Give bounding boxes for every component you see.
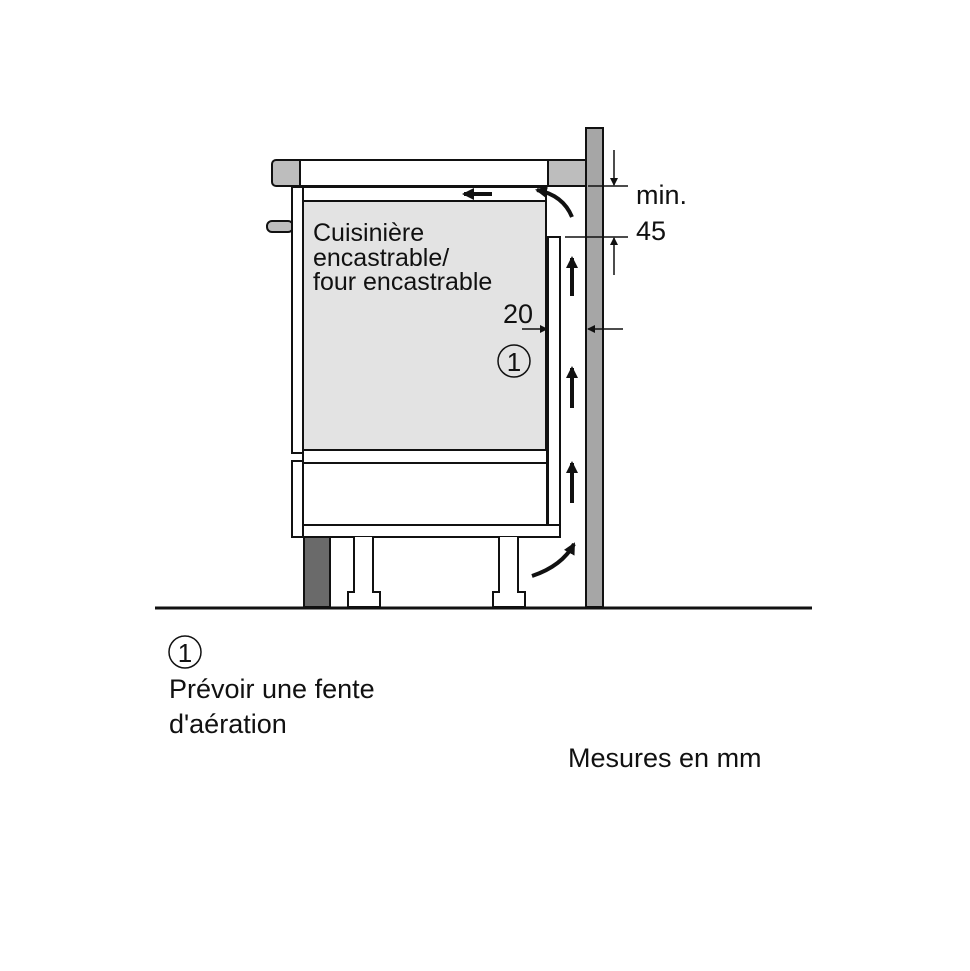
legend-line-1: Prévoir une fente	[169, 674, 375, 704]
leg-2	[492, 537, 526, 608]
oven-body	[302, 200, 547, 451]
marker-circle	[497, 344, 531, 378]
airflow-arrow-curve-top	[535, 186, 574, 218]
dimension-lines	[522, 150, 628, 333]
leg-1	[347, 537, 381, 608]
legend-marker-number: 1	[178, 638, 192, 668]
cabinet-base	[302, 524, 561, 538]
drawer	[302, 462, 548, 526]
dimension-min-label: min.	[636, 180, 687, 210]
worktop-right	[547, 159, 587, 187]
rear-panel	[547, 236, 561, 526]
front-panel-upper	[291, 186, 304, 454]
airflow-arrows	[462, 186, 578, 578]
units-note: Mesures en mm	[568, 743, 762, 773]
legend-marker-circle	[168, 635, 202, 669]
top-strip	[302, 186, 547, 202]
front-panel-lower	[291, 460, 304, 538]
marker-number: 1	[507, 347, 521, 377]
hob	[299, 159, 551, 187]
dimension-20-label: 20	[503, 299, 533, 329]
oven-base-strip	[302, 449, 548, 464]
dimension-45-label: 45	[636, 216, 666, 246]
wall	[585, 127, 604, 608]
legend-line-2: d'aération	[169, 709, 287, 739]
appliance-label-1: Cuisinière	[313, 219, 424, 247]
knob	[266, 220, 294, 233]
appliance-label-3: four encastrable	[313, 268, 492, 296]
appliance-label-2: encastrable/	[313, 244, 449, 272]
plinth	[303, 536, 331, 608]
airflow-arrow-curve-bottom	[531, 542, 576, 578]
